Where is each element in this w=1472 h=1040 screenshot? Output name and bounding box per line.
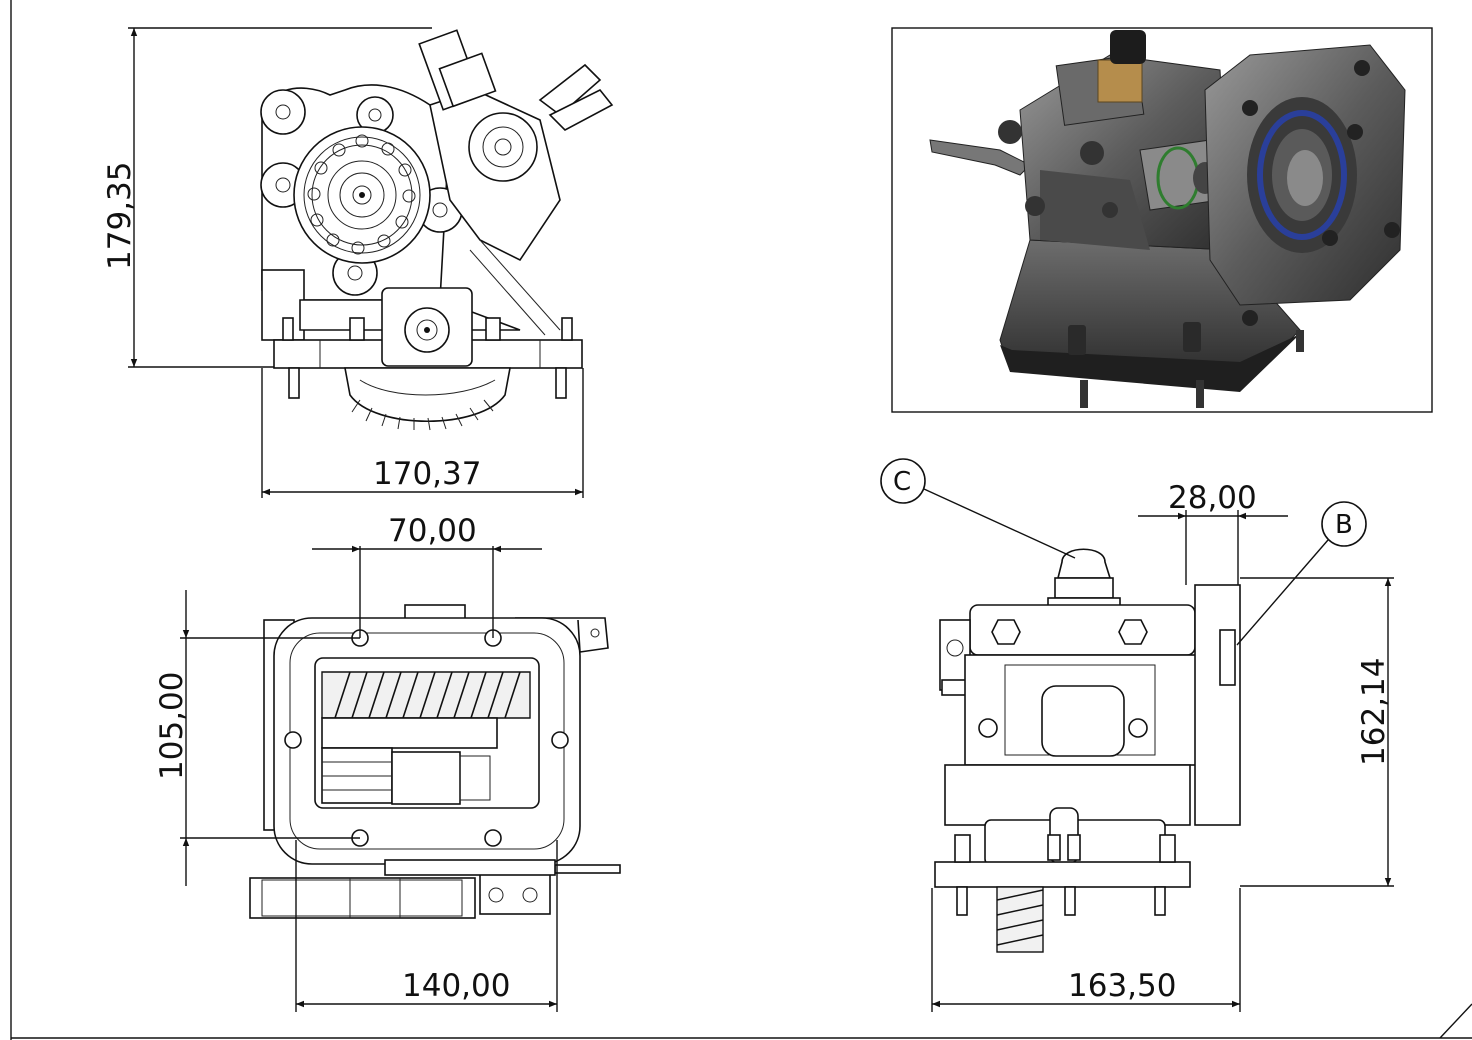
dim-163-50: 163,50	[1068, 968, 1176, 1004]
callout-c-label: C	[893, 467, 911, 497]
dim-top-left: 179,35 170,37	[102, 27, 584, 498]
sheet-border	[10, 0, 1472, 1040]
dim-105-00: 105,00	[154, 672, 190, 780]
dim-170-37: 170,37	[373, 456, 481, 492]
dim-bottom-right: C B 28,00 162,14 163,50	[880, 458, 1394, 1012]
dim-140-00: 140,00	[402, 968, 510, 1004]
side-view	[934, 548, 1241, 953]
top-view	[249, 604, 621, 919]
dim-70-00: 70,00	[388, 513, 477, 549]
callout-c-balloon	[880, 458, 926, 504]
dim-bottom-left: 70,00 105,00 140,00	[154, 513, 558, 1012]
dim-179-35: 179,35	[102, 162, 138, 270]
dim-162-14: 162,14	[1356, 658, 1392, 766]
isometric-render	[891, 27, 1433, 413]
dim-28-00: 28,00	[1168, 480, 1257, 516]
front-view	[260, 29, 614, 431]
callout-b-balloon	[1321, 501, 1367, 547]
callout-b-label: B	[1335, 510, 1353, 540]
